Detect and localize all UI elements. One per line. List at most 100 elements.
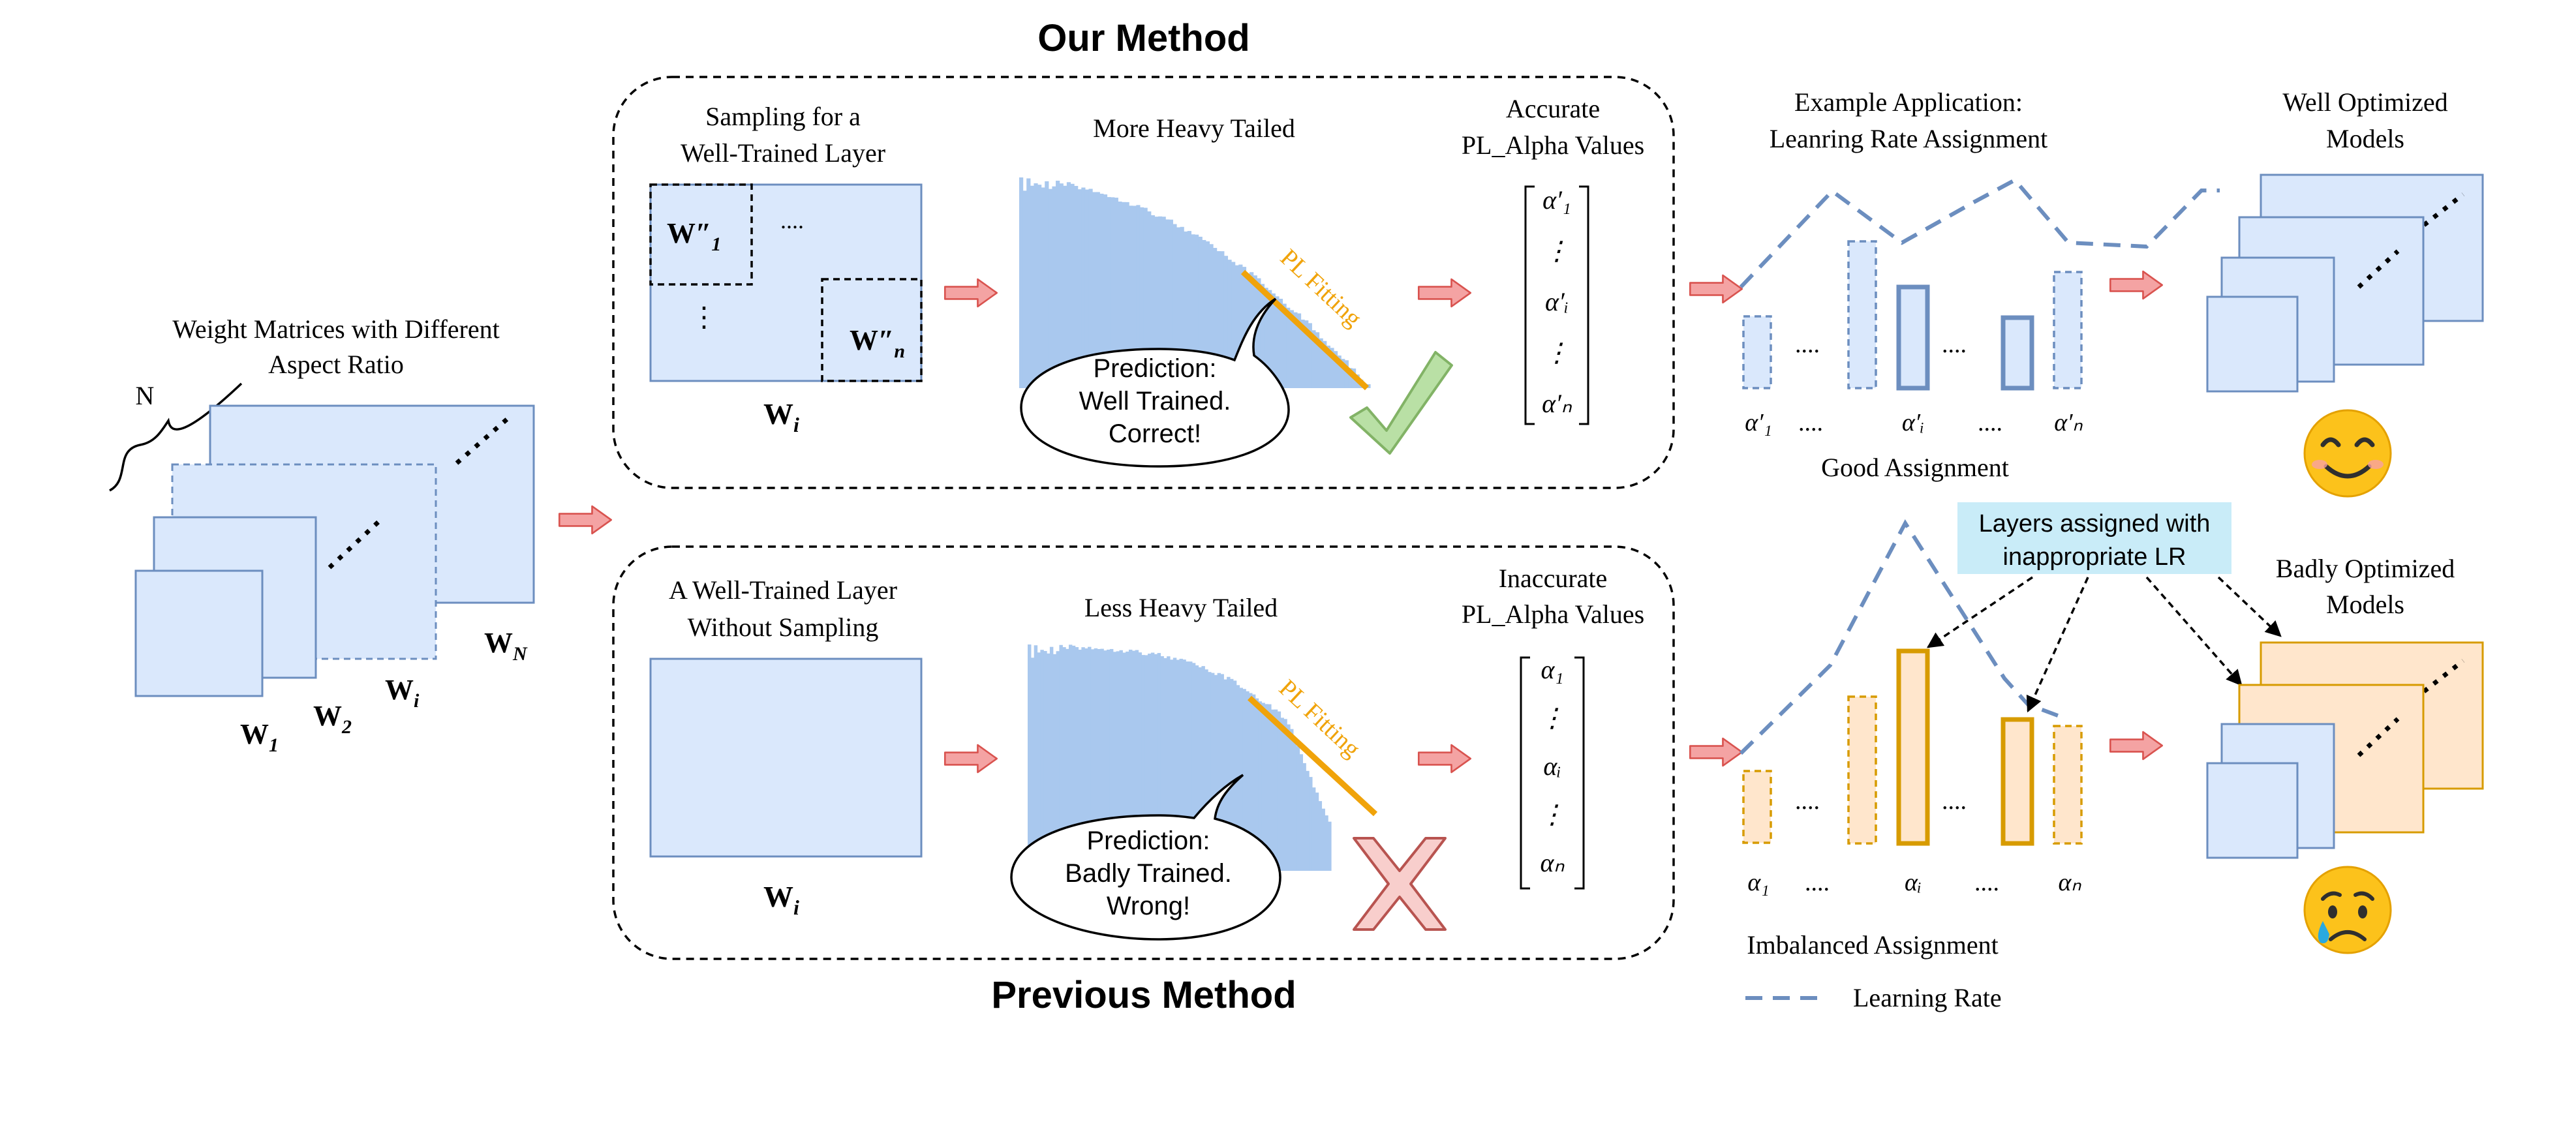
our-hist-bar: [1125, 202, 1129, 388]
prev-hist-bar: [1230, 678, 1234, 871]
weight-matrices-title-line2: Aspect Ratio: [268, 350, 404, 379]
prev-hist-bar: [1321, 808, 1325, 871]
assignment-label: ....: [1974, 869, 1999, 896]
previous-method-box: [612, 545, 1675, 960]
prev-hist-bar: [1287, 724, 1291, 871]
our-hist-bar: [1154, 217, 1159, 388]
previous-method-title: Previous Method: [991, 974, 1296, 1016]
prev-vector-bracket-right: [1574, 656, 1585, 890]
bar-gap-dots: ....: [1795, 787, 1820, 815]
previous-method-panel: Previous Method A Well-Trained Layer Wit…: [612, 545, 1675, 1016]
prev-hist-bar: [1214, 674, 1218, 871]
our-hist-bar: [1107, 197, 1111, 388]
lr-good-end: [2015, 179, 2147, 248]
prev-hist-bar: [1258, 701, 1263, 871]
prev-hist-bar: [1179, 658, 1183, 871]
our-hist-bar: [1132, 205, 1137, 388]
our-hist-bar: [1084, 189, 1090, 388]
good-lr-dashed-curve: [1741, 179, 2147, 287]
our-hist-bar: [1231, 262, 1236, 388]
unsampled-matrix: [649, 658, 923, 858]
prev-hist-bar: [1182, 659, 1186, 871]
our-hist-bar: [1096, 192, 1100, 388]
prev-hist-bar: [1208, 672, 1212, 871]
prev-hist-bar: [1112, 652, 1117, 871]
prev-hist-bar: [1242, 689, 1246, 871]
row-dots: ....: [780, 207, 804, 234]
prev-hist-bar: [1052, 654, 1057, 871]
our-hist-bar: [1216, 251, 1221, 388]
prev-hist-bar: [1265, 704, 1268, 871]
prev-hist-bar: [1223, 679, 1227, 871]
prev-hist-bar: [1078, 650, 1082, 871]
our-hist-bar: [1319, 338, 1323, 388]
our-bubble-line2: Well Trained.: [1079, 387, 1231, 416]
prev-hist-bar: [1189, 661, 1193, 871]
our-hist-bar: [1330, 348, 1334, 388]
cross-icon: [1353, 837, 1447, 931]
our-alpha-vector: α′₁⋮α′ᵢ⋮α′ₙ: [1542, 185, 1572, 418]
prev-hist-bar: [1210, 673, 1215, 871]
badly-optimized-line1: Badly Optimized: [2276, 554, 2455, 583]
flow-arrow-prev-2: [1417, 744, 1472, 774]
flow-arrow-prev-1: [943, 744, 998, 774]
good-assignment-labels: α′₁....α′ᵢ....α′ₙ: [1745, 409, 2083, 436]
vector-entry: α′ᵢ: [1545, 287, 1569, 316]
prev-hist-bar: [1277, 711, 1281, 871]
bar-gap-dots: ....: [1942, 331, 1967, 358]
our-hist-bar: [1344, 360, 1349, 388]
our-hist-bar: [1088, 189, 1093, 388]
our-hist-bar: [1111, 197, 1115, 388]
flow-arrow-result-top: [2109, 270, 2164, 300]
crying-face-icon: [2303, 866, 2392, 954]
lr-good-visible: [1741, 188, 2019, 287]
prev-hist-bar: [1088, 646, 1092, 871]
our-hist-bar: [1099, 193, 1104, 388]
learning-rate-good-line: [1741, 179, 2016, 287]
our-hist-bar: [1205, 241, 1210, 388]
our-hist-bar: [1333, 351, 1338, 388]
our-hist-bar: [1268, 290, 1272, 388]
our-hist-bar: [1052, 186, 1056, 388]
prev-hist-bar: [1283, 719, 1287, 871]
our-hist-bar: [1198, 236, 1203, 388]
prev-hist-bar: [1191, 663, 1196, 871]
our-hist-bar: [1187, 231, 1191, 388]
our-hist-bar: [1121, 202, 1126, 388]
prev-hist-bar: [1116, 651, 1120, 871]
prev-hist-bar: [1056, 651, 1060, 871]
sampled-matrix-label: Wi: [763, 397, 799, 436]
our-hist-bar: [1296, 313, 1302, 388]
prev-alpha-vector: α₁⋮αᵢ⋮αₙ: [1539, 655, 1565, 877]
our-hist-bar: [1180, 226, 1184, 388]
assignment-label: ....: [1805, 869, 1830, 896]
prev-hist-bar: [1037, 652, 1041, 871]
application-title-line2: Leanring Rate Assignment: [1770, 124, 2048, 153]
prev-hist-bar: [1131, 650, 1136, 871]
application-title-line1: Example Application:: [1794, 87, 2023, 117]
prev-hist-bar: [1135, 650, 1139, 871]
prev-hist-bar: [1084, 648, 1088, 871]
col-dots: ⋮: [690, 303, 718, 333]
flow-arrow-left: [558, 505, 613, 535]
our-hist-bar: [1022, 190, 1027, 388]
our-hist-bar: [1037, 185, 1042, 388]
callout-line1: Layers assigned with: [1979, 510, 2211, 537]
prev-hist-bar: [1109, 648, 1114, 871]
prev-bubble-line3: Wrong!: [1107, 892, 1190, 920]
bad-bar: [2001, 717, 2034, 846]
prev-hist-bar: [1066, 648, 1069, 871]
prev-hist-bar: [1157, 653, 1161, 871]
good-assignment-caption: Good Assignment: [1821, 453, 2009, 482]
label-wn: WN: [484, 627, 528, 665]
our-hist-bar: [1048, 189, 1053, 388]
prev-hist-bar: [1293, 738, 1297, 871]
vector-entry: α′₁: [1542, 185, 1571, 215]
sampling-title-line2: Well-Trained Layer: [681, 138, 885, 168]
prev-hist-bar: [1201, 666, 1205, 871]
vector-entry: αₙ: [1541, 848, 1565, 877]
our-hist-bar: [1081, 187, 1086, 388]
prev-hist-bar: [1119, 650, 1123, 871]
bar-gap-dots: ....: [1795, 331, 1820, 358]
bad-model-dots-1: [2422, 659, 2465, 693]
